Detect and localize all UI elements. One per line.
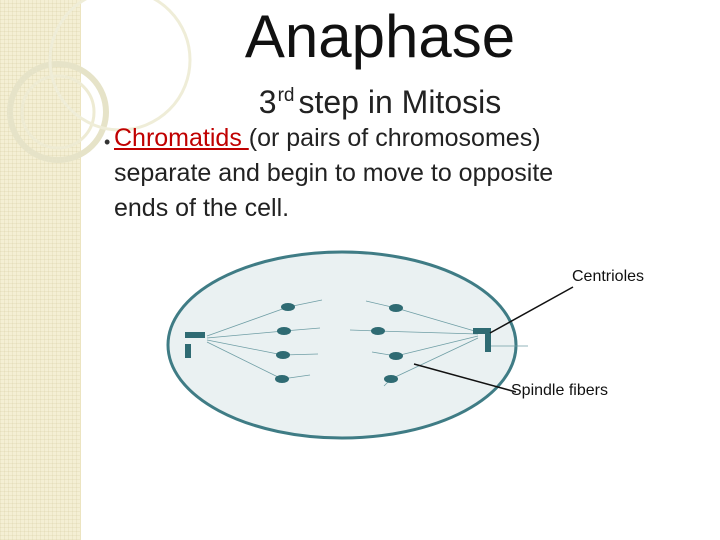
bullet-text: Chromatids (or pairs of chromosomes) sep… [114, 121, 694, 226]
chromatid [277, 327, 291, 335]
chromatid [371, 327, 385, 335]
bullet-marker: • [104, 132, 111, 152]
text-line-3: ends of the cell. [114, 194, 290, 222]
chromatid [275, 375, 289, 383]
centrioles-pointer [489, 286, 574, 334]
slide-title: Anaphase [244, 3, 516, 70]
chromatid [389, 304, 403, 312]
decorative-circles [7, 0, 192, 163]
text-line-2: separate and begin to move to opposite [114, 159, 554, 187]
chromatid [276, 351, 290, 359]
chromatid [389, 352, 403, 360]
chromatids [275, 303, 403, 383]
centriole-right [473, 328, 491, 352]
subtitle-text: step in Mitosis [298, 84, 502, 120]
centriole-left [185, 332, 205, 358]
subtitle-number: 3 [258, 84, 277, 120]
subtitle-superscript: rd [277, 85, 295, 106]
spindle-fibers-pointer [413, 363, 517, 393]
chromatid [384, 375, 398, 383]
chromatid [281, 303, 295, 311]
cell-membrane [166, 250, 518, 440]
key-term: Chromatids [114, 124, 249, 152]
spindle-fibers-label: Spindle fibers [511, 382, 608, 399]
text-line-1: (or pairs of chromosomes) [248, 124, 541, 152]
centrioles-label: Centrioles [572, 268, 645, 285]
